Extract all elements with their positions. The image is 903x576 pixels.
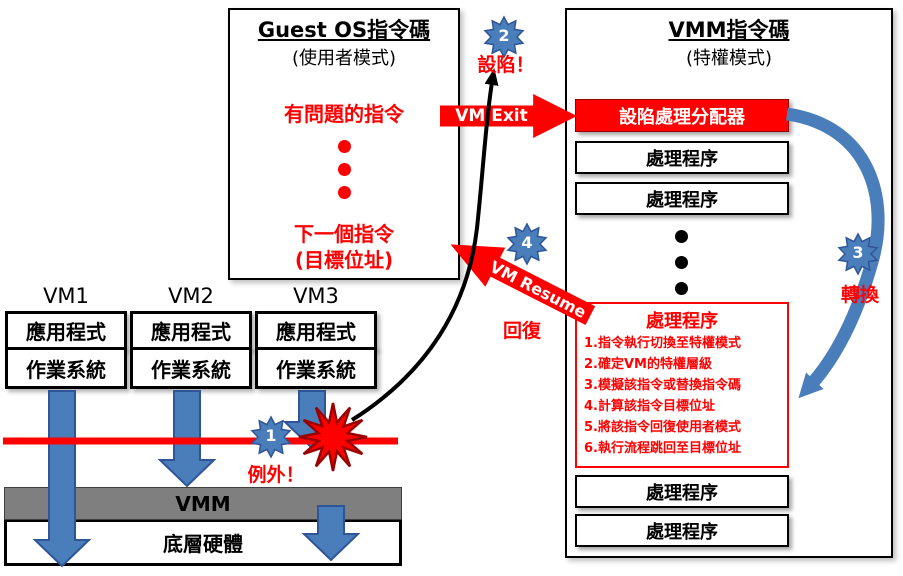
trap-dispatcher-box: 設陷處理分配器 (575, 99, 789, 132)
next-instruction-label: 下一個指令 (294, 222, 394, 246)
ellipsis-dot (337, 140, 351, 153)
vmm-subtitle: (特權模式) (685, 48, 773, 69)
step3-badge-number: 3 (852, 243, 864, 262)
handler-step: 6.執行流程跳回至目標位址 (584, 441, 741, 456)
ellipsis-dot (337, 186, 351, 199)
active-handler-title: 處理程序 (646, 311, 718, 332)
vm1-os-box: 作業系統 (5, 347, 127, 389)
step4-badge-number: 4 (521, 233, 533, 252)
translate-label: 轉換 (840, 284, 879, 306)
hardware-box: 底層硬體 (4, 519, 402, 566)
vm2-label: VM2 (168, 284, 214, 308)
vm2-os-box: 作業系統 (130, 347, 252, 389)
guest-os-code-box: Guest OS指令碼 (使用者模式) 有問題的指令 下一個指令 (目標位址) (228, 8, 460, 280)
guest-os-title: Guest OS指令碼 (257, 18, 431, 42)
handler-step: 4.計算該指令目標位址 (584, 399, 715, 414)
vm3-label: VM3 (293, 284, 339, 308)
ellipsis-dot (675, 256, 688, 269)
vm3-os-box: 作業系統 (255, 347, 377, 389)
vm3-app-box: 應用程式 (255, 311, 377, 350)
step1-badge-number: 1 (265, 426, 277, 445)
vm1-app-box: 應用程式 (5, 311, 127, 350)
handler-box: 處理程序 (575, 182, 789, 215)
handler-step: 5.將該指令回復使用者模式 (584, 420, 741, 435)
active-handler-box: 處理程序 1.指令執行切換至特權模式 2.確定VM的特權層級 3.模擬該指令或替… (575, 302, 789, 468)
vm-exit-arrow: VM Exit (440, 94, 577, 138)
handler-step: 3.模擬該指令或替換指令碼 (584, 378, 741, 393)
vmm-title: VMM指令碼 (668, 18, 790, 42)
target-address-label: (目標位址) (294, 248, 394, 272)
ellipsis-dot (675, 282, 688, 295)
vm1-label: VM1 (43, 284, 89, 308)
vm2-flow-arrow (157, 390, 217, 488)
resume-label: 回復 (502, 320, 541, 342)
vm2-app-box: 應用程式 (130, 311, 252, 350)
handler-step: 2.確定VM的特權層級 (584, 357, 712, 372)
step2-badge-number: 2 (498, 26, 510, 45)
trap-label: 設陷！ (477, 54, 535, 76)
vmm-bar: VMM (4, 487, 402, 520)
vm3-flow-arrow-upper (282, 390, 342, 450)
guest-os-subtitle: (使用者模式) (291, 48, 397, 69)
vm-exit-label: VM Exit (455, 106, 528, 126)
ellipsis-dot (675, 230, 688, 243)
problem-instruction-label: 有問題的指令 (284, 102, 404, 126)
handler-box: 處理程序 (575, 141, 789, 174)
ellipsis-dot (337, 163, 351, 176)
handler-box: 處理程序 (575, 514, 789, 547)
exception-label: 例外！ (247, 464, 305, 486)
handler-box: 處理程序 (575, 475, 789, 508)
handler-step: 1.指令執行切換至特權模式 (584, 336, 741, 351)
